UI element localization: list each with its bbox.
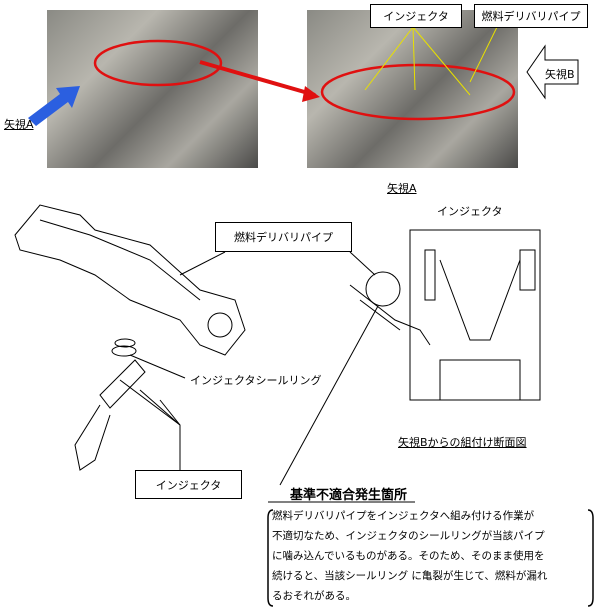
defect-heading: 基準不適合発生箇所 [290, 488, 408, 503]
description-line: 不適切なため、インジェクタのシールリングが当該パイプ [272, 530, 545, 542]
photo-pipe-label: 燃料デリバリパイプ [474, 4, 588, 28]
injector-drawing [74, 338, 146, 471]
fuel-pipe-drawing [14, 204, 246, 356]
highlight-ellipse-left [93, 39, 223, 87]
seal-ring-label: インジェクタシールリング [190, 374, 322, 387]
defect-description: 燃料デリバリパイプをインジェクタへ組み付ける作業が 不適切なため、インジェクタの… [272, 506, 590, 606]
bracket-right [587, 509, 594, 607]
diagram-pipe-label: 燃料デリバリパイプ [215, 222, 352, 252]
diagram-injector-top-label: インジェクタ [437, 205, 503, 218]
view-a-caption: 矢視A [387, 182, 417, 195]
description-line: るおそれがある。 [272, 590, 356, 602]
red-arrow [199, 60, 316, 97]
engine-photo-right [307, 10, 518, 168]
section-caption: 矢視Bからの組付け断面図 [398, 436, 527, 449]
red-arrow-head [302, 86, 320, 102]
diagram-injector-label: インジェクタ [135, 470, 242, 499]
view-b-arrow-icon [526, 44, 579, 100]
view-b-label: 矢視B [545, 68, 575, 81]
view-a-arrow-icon [28, 86, 80, 126]
engine-photo-left [47, 10, 258, 168]
description-line: 続けると、当該シールリング に亀裂が生じて、燃料が漏れ [272, 570, 548, 582]
bracket-left [267, 509, 274, 607]
highlight-ellipse-right [320, 63, 516, 121]
description-line: 燃料デリバリパイプをインジェクタへ組み付ける作業が [272, 510, 535, 522]
view-a-label: 矢視A [4, 118, 34, 131]
photo-injector-label: インジェクタ [370, 4, 462, 28]
section-view-drawing [409, 229, 541, 401]
description-line: に噛み込んでいるものがある。そのため、そのまま使用を [272, 550, 545, 562]
